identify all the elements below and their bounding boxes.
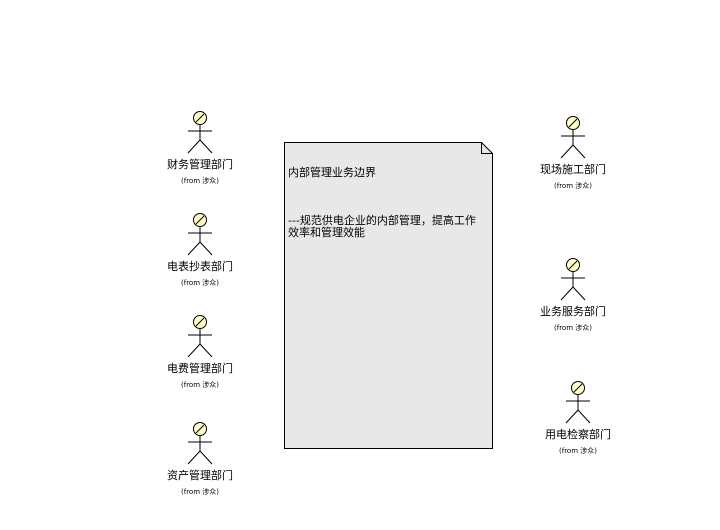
actor-from-label: (from 涉众) — [181, 279, 219, 287]
actor-name: 电费管理部门 — [167, 362, 233, 375]
actor-finance-dept[interactable]: 财务管理部门 (from 涉众) — [140, 111, 260, 186]
actor-stick-figure-icon — [565, 381, 591, 424]
note-text: 内部管理业务边界 ---规范供电企业的内部管理，提高工作效率和管理效能 — [288, 143, 478, 263]
actor-name: 财务管理部门 — [167, 158, 233, 171]
actor-stick-figure-icon — [560, 116, 586, 159]
actor-name: 业务服务部门 — [540, 305, 606, 318]
actor-business-service-dept[interactable]: 业务服务部门 (from 涉众) — [513, 258, 633, 333]
actor-stick-figure-icon — [187, 422, 213, 465]
actor-from-label: (from 涉众) — [554, 324, 592, 332]
note-title: 内部管理业务边界 — [288, 166, 376, 179]
actor-from-label: (from 涉众) — [559, 447, 597, 455]
actor-from-label: (from 涉众) — [554, 182, 592, 190]
actor-from-label: (from 涉众) — [181, 381, 219, 389]
actor-field-construction-dept[interactable]: 现场施工部门 (from 涉众) — [513, 116, 633, 191]
actor-name: 电表抄表部门 — [167, 260, 233, 273]
actor-stick-figure-icon — [187, 213, 213, 256]
actor-from-label: (from 涉众) — [181, 177, 219, 185]
actor-stick-figure-icon — [560, 258, 586, 301]
actor-power-inspection-dept[interactable]: 用电检察部门 (from 涉众) — [518, 381, 638, 456]
boundary-note[interactable]: 内部管理业务边界 ---规范供电企业的内部管理，提高工作效率和管理效能 — [284, 142, 493, 449]
actor-stick-figure-icon — [187, 315, 213, 358]
note-shape — [284, 142, 493, 449]
actor-meter-reading-dept[interactable]: 电表抄表部门 (from 涉众) — [140, 213, 260, 288]
actor-from-label: (from 涉众) — [181, 488, 219, 496]
actor-billing-dept[interactable]: 电费管理部门 (from 涉众) — [140, 315, 260, 390]
actor-asset-dept[interactable]: 资产管理部门 (from 涉众) — [140, 422, 260, 497]
note-body: ---规范供电企业的内部管理，提高工作效率和管理效能 — [288, 214, 476, 239]
actor-name: 资产管理部门 — [167, 469, 233, 482]
actor-name: 用电检察部门 — [545, 428, 611, 441]
actor-name: 现场施工部门 — [540, 163, 606, 176]
actor-stick-figure-icon — [187, 111, 213, 154]
